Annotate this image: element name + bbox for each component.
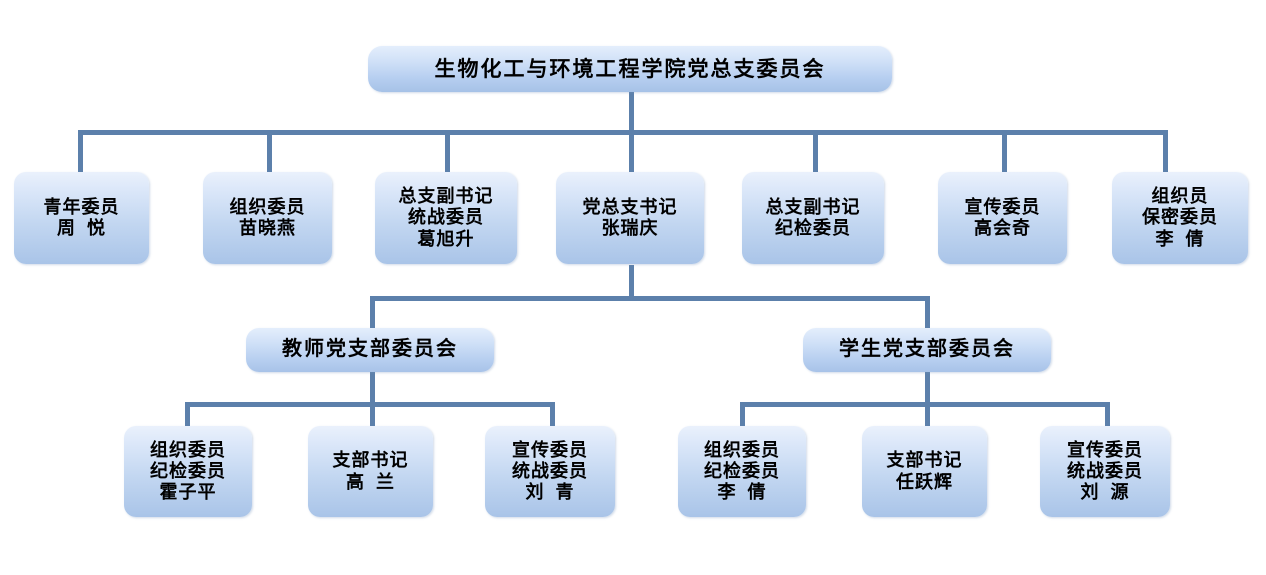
node-root-party-committee[interactable]: 生物化工与环境工程学院党总支委员会 <box>368 46 892 92</box>
connector-committee-bus <box>78 130 1168 135</box>
connector-drop-student-2 <box>925 402 930 426</box>
connector-drop-committee-1 <box>78 130 83 172</box>
node-line-3: 李 倩 <box>717 482 767 503</box>
connector-drop-student-3 <box>1105 402 1110 426</box>
node-line-1: 宣传委员 <box>512 439 588 460</box>
node-line-2: 张瑞庆 <box>601 218 659 238</box>
node-committee-publicity-officer[interactable]: 宣传委员 高会奇 <box>938 172 1067 264</box>
node-line-2: 纪检委员 <box>150 460 226 481</box>
node-branch-teacher-party-branch[interactable]: 教师党支部委员会 <box>246 328 494 372</box>
node-line-2: 保密委员 <box>1142 207 1218 228</box>
node-line-2: 苗晓燕 <box>239 218 296 238</box>
connector-drop-student-1 <box>740 402 745 426</box>
connector-drop-committee-6 <box>1002 130 1007 172</box>
node-line-1: 宣传委员 <box>1067 439 1143 460</box>
node-line-1: 总支副书记 <box>398 186 494 207</box>
node-teacher-branch-secretary[interactable]: 支部书记 高 兰 <box>308 426 433 517</box>
node-student-publicity-united-front-officer[interactable]: 宣传委员 统战委员 刘 源 <box>1040 426 1170 517</box>
node-line-1: 支部书记 <box>886 450 963 471</box>
node-line-3: 葛旭升 <box>417 228 475 249</box>
node-branch-student-party-branch[interactable]: 学生党支部委员会 <box>803 328 1051 372</box>
node-line-2: 统战委员 <box>408 207 484 228</box>
node-line-1: 组织委员 <box>704 439 780 460</box>
node-line-2: 纪检委员 <box>775 218 851 238</box>
node-committee-organizer-confidentiality[interactable]: 组织员 保密委员 李 倩 <box>1112 172 1248 264</box>
connector-student-down <box>925 372 930 407</box>
connector-drop-committee-4 <box>629 130 634 172</box>
node-committee-youth-officer[interactable]: 青年委员 周 悦 <box>14 172 149 264</box>
node-line-1: 党总支书记 <box>582 196 678 217</box>
connector-drop-committee-7 <box>1163 130 1168 172</box>
connector-drop-teacher-2 <box>370 402 375 426</box>
node-student-branch-secretary[interactable]: 支部书记 任跃辉 <box>862 426 987 517</box>
node-committee-party-secretary[interactable]: 党总支书记 张瑞庆 <box>556 172 704 264</box>
node-student-organization-discipline-officer[interactable]: 组织委员 纪检委员 李 倩 <box>678 426 806 517</box>
connector-secretary-down <box>629 265 634 300</box>
branch-title: 学生党支部委员会 <box>839 338 1015 361</box>
node-root-line-1: 生物化工与环境工程学院党总支委员会 <box>434 56 826 81</box>
node-line-3: 霍子平 <box>159 482 217 503</box>
connector-drop-committee-3 <box>445 130 450 172</box>
node-line-1: 组织委员 <box>229 196 306 217</box>
connector-drop-committee-2 <box>267 130 272 172</box>
connector-teacher-down <box>370 372 375 407</box>
node-line-1: 组织员 <box>1151 186 1209 207</box>
connector-drop-branch-2 <box>925 296 930 328</box>
connector-drop-teacher-1 <box>185 402 190 426</box>
node-line-1: 支部书记 <box>332 450 409 471</box>
node-committee-deputy-secretary-united-front[interactable]: 总支副书记 统战委员 葛旭升 <box>375 172 517 264</box>
node-line-3: 李 倩 <box>1155 228 1205 249</box>
node-line-2: 纪检委员 <box>704 460 780 481</box>
connector-root-down <box>629 90 634 132</box>
node-line-1: 总支副书记 <box>765 196 861 217</box>
connector-branch-bus <box>370 296 930 301</box>
node-line-2: 高会奇 <box>974 218 1031 238</box>
node-committee-deputy-secretary-discipline[interactable]: 总支副书记 纪检委员 <box>742 172 884 264</box>
node-line-2: 任跃辉 <box>896 471 953 492</box>
node-line-1: 组织委员 <box>150 439 226 460</box>
connector-drop-committee-5 <box>813 130 818 172</box>
connector-drop-teacher-3 <box>550 402 555 426</box>
node-line-2: 统战委员 <box>1067 460 1143 481</box>
node-line-2: 统战委员 <box>512 460 588 481</box>
node-line-1: 青年委员 <box>43 196 120 217</box>
node-line-3: 刘 源 <box>1080 482 1130 503</box>
connector-drop-branch-1 <box>370 296 375 328</box>
node-teacher-publicity-united-front-officer[interactable]: 宣传委员 统战委员 刘 青 <box>485 426 615 517</box>
node-line-2: 高 兰 <box>346 471 395 492</box>
branch-title: 教师党支部委员会 <box>282 338 458 361</box>
node-teacher-organization-discipline-officer[interactable]: 组织委员 纪检委员 霍子平 <box>124 426 252 517</box>
node-line-3: 刘 青 <box>525 482 575 503</box>
node-line-2: 周 悦 <box>57 218 106 238</box>
node-committee-organization-officer[interactable]: 组织委员 苗晓燕 <box>203 172 332 264</box>
node-line-1: 宣传委员 <box>964 196 1041 217</box>
